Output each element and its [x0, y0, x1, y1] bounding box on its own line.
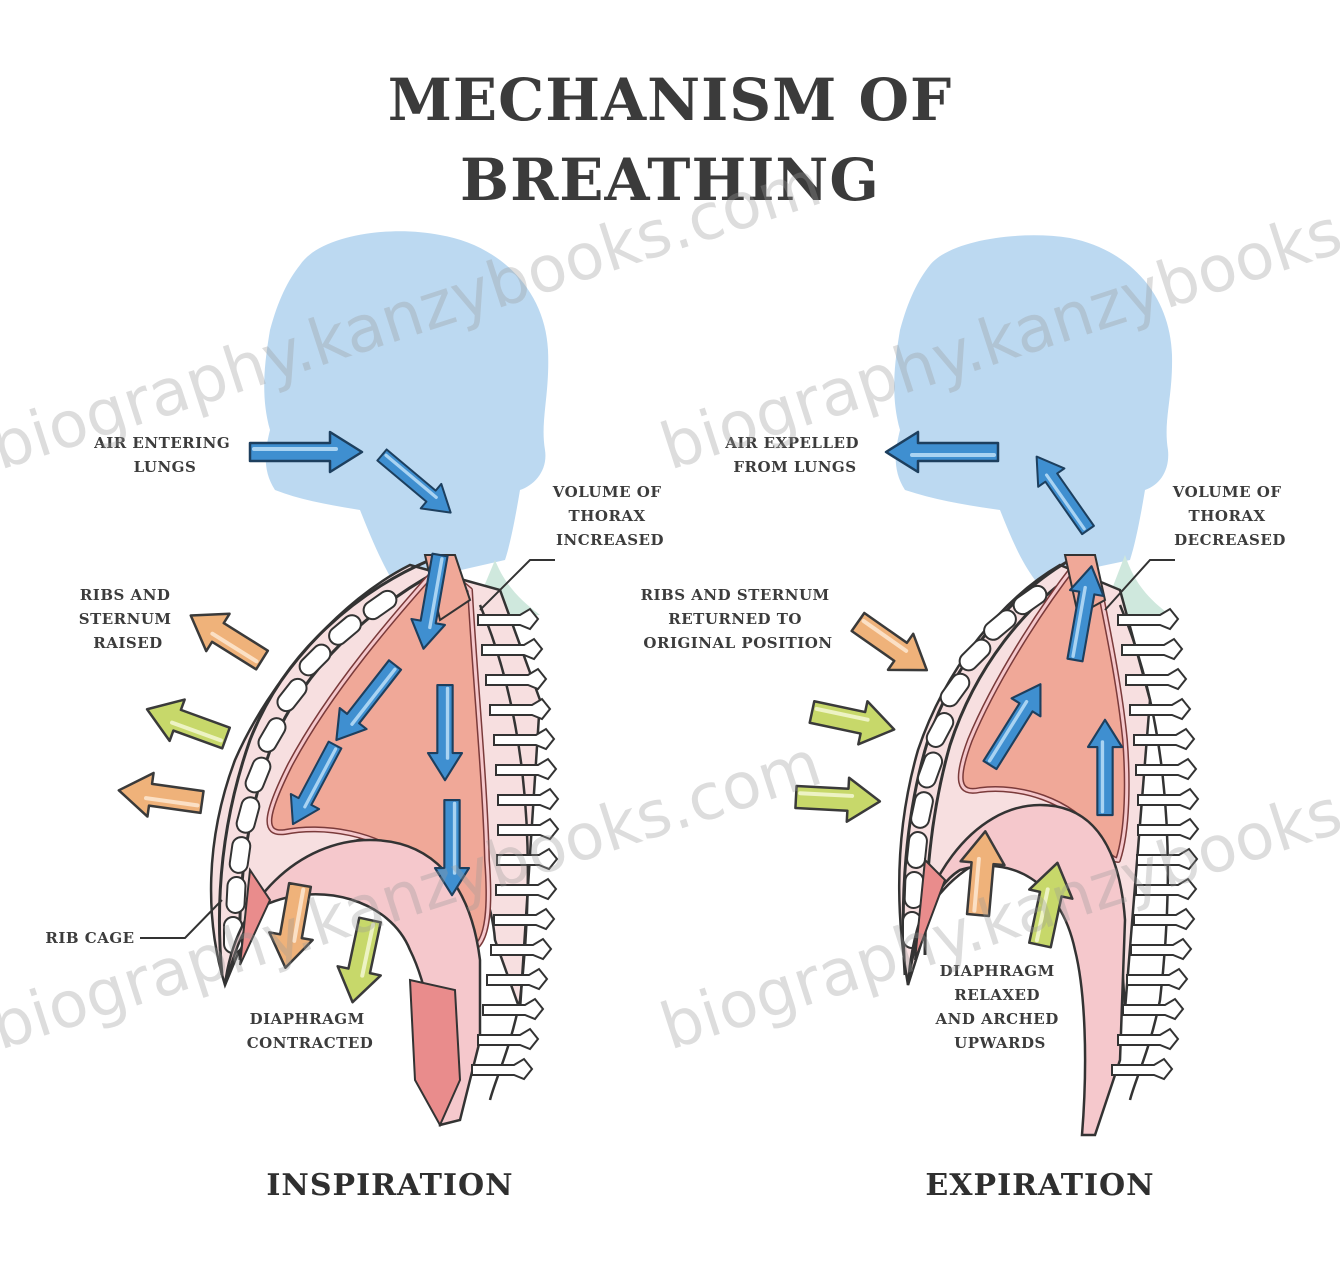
label-ribs-raised: RIBS AND STERNUM RAISED: [79, 586, 178, 652]
label-ribs-returned: RIBS AND STERNUM RETURNED TO ORIGINAL PO…: [641, 586, 836, 652]
caption-expiration: EXPIRATION: [925, 1168, 1154, 1203]
label-volume-increased: VOLUME OF THORAX INCREASED: [552, 483, 667, 549]
label-diaphragm-relaxed: DIAPHRAGM RELAXED AND ARCHED UPWARDS: [935, 962, 1065, 1052]
title-line-1: MECHANISM OF: [388, 66, 953, 134]
label-volume-decreased: VOLUME OF THORAX DECREASED: [1172, 483, 1287, 549]
caption-inspiration: INSPIRATION: [266, 1168, 513, 1203]
label-rib-cage: RIB CAGE: [45, 929, 134, 947]
label-diaphragm-contracted: DIAPHRAGM CONTRACTED: [247, 1010, 374, 1052]
